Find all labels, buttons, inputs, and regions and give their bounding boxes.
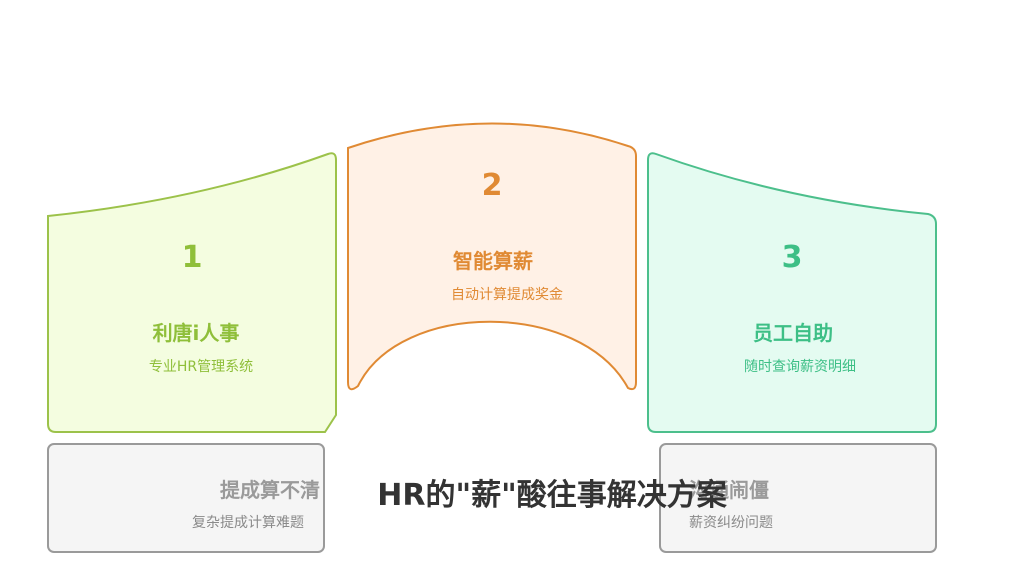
problem-1-title: 提成算不清 xyxy=(220,478,320,502)
card-2-number: 2 xyxy=(481,168,503,203)
problem-2-title: 沟通闹僵 xyxy=(689,478,769,502)
card-3-subtitle: 随时查询薪资明细 xyxy=(744,359,856,375)
card-1-shape xyxy=(47,152,337,433)
problem-box-2 xyxy=(659,443,937,553)
problem-2-subtitle: 薪资纠纷问题 xyxy=(689,515,773,531)
card-3-title: 员工自助 xyxy=(753,321,833,345)
card-2-subtitle: 自动计算提成奖金 xyxy=(451,287,563,303)
problem-1-subtitle: 复杂提成计算难题 xyxy=(192,515,304,531)
card-1-subtitle: 专业HR管理系统 xyxy=(148,359,254,375)
card-3-number: 3 xyxy=(781,240,803,275)
main-title: HR的"薪"酸往事解决方案 xyxy=(377,478,727,513)
card-3-shape xyxy=(647,152,937,433)
card-2-title: 智能算薪 xyxy=(453,249,533,273)
problem-box-1 xyxy=(47,443,325,553)
card-1-title: 利唐i人事 xyxy=(152,321,240,345)
card-2-shape xyxy=(347,122,637,391)
card-1-number: 1 xyxy=(181,240,203,275)
